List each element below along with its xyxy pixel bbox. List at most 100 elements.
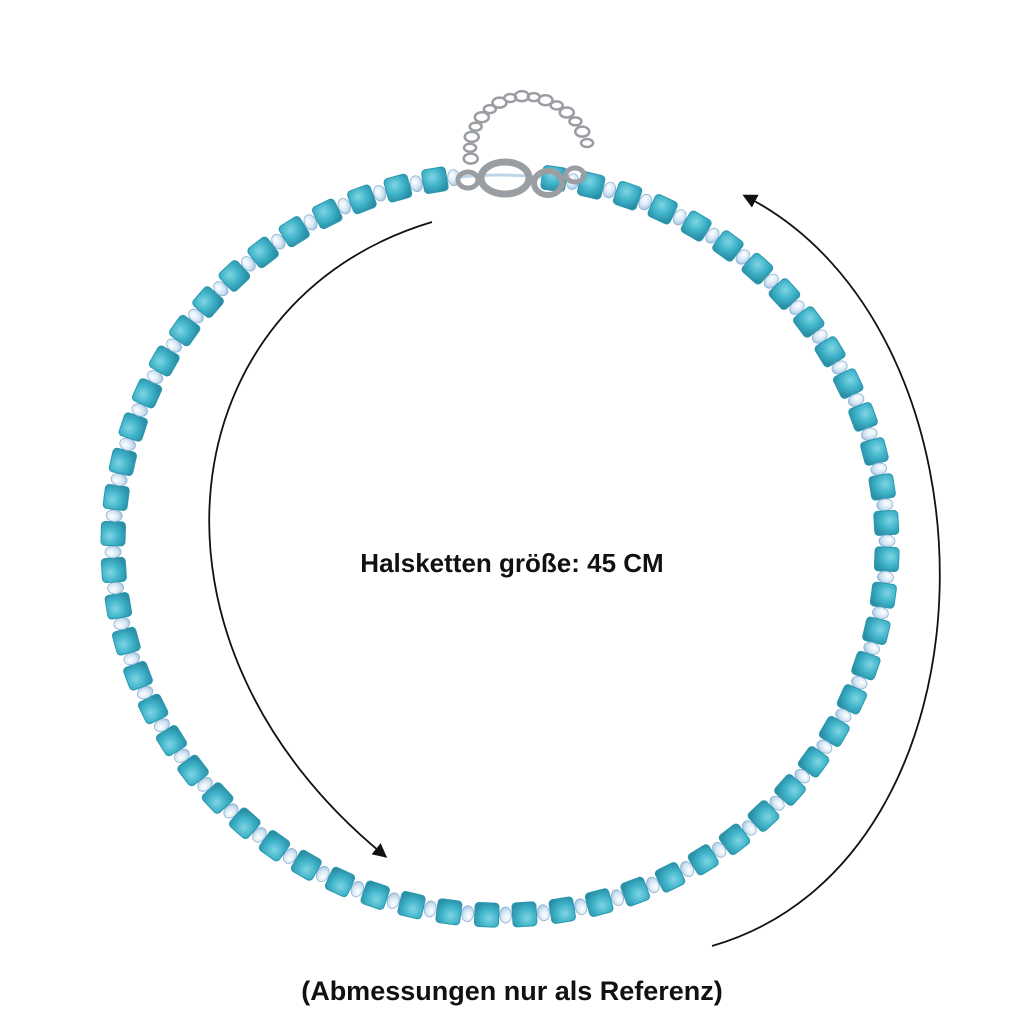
turquoise-bead	[687, 844, 719, 876]
chain-link	[468, 121, 483, 132]
seed-bead	[386, 892, 400, 910]
turquoise-bead	[108, 447, 137, 476]
turquoise-bead	[228, 807, 261, 840]
seed-bead	[423, 900, 437, 918]
seed-bead	[337, 198, 352, 215]
turquoise-bead	[712, 230, 744, 262]
turquoise-bead	[873, 509, 900, 536]
turquoise-bead	[397, 891, 426, 920]
turquoise-bead	[169, 314, 201, 347]
chain-link	[482, 103, 498, 115]
chain-link	[537, 93, 554, 107]
turquoise-bead	[104, 592, 133, 620]
chain-link	[568, 116, 583, 127]
seed-bead	[283, 848, 298, 864]
seed-bead	[878, 534, 896, 548]
turquoise-bead	[584, 888, 614, 917]
seed-bead	[315, 865, 330, 883]
turquoise-bead	[473, 902, 500, 928]
turquoise-bead	[654, 862, 686, 893]
turquoise-bead	[312, 198, 343, 230]
turquoise-bead	[548, 896, 576, 924]
chain-link	[579, 137, 595, 149]
turquoise-bead	[511, 901, 538, 928]
seed-bead	[602, 181, 617, 199]
seed-bead	[763, 273, 779, 289]
chain-link	[463, 130, 480, 144]
seed-bead	[876, 498, 894, 512]
seed-bead	[816, 739, 833, 754]
turquoise-bead	[177, 754, 209, 787]
extender-chain	[462, 89, 595, 165]
bead-strand	[100, 165, 900, 928]
chain-link	[549, 100, 564, 111]
turquoise-bead	[612, 180, 643, 211]
turquoise-bead	[347, 184, 377, 215]
turquoise-bead	[258, 830, 291, 862]
turquoise-bead	[118, 412, 148, 442]
turquoise-bead	[774, 774, 806, 806]
chain-link	[462, 152, 479, 165]
seed-bead	[741, 820, 757, 836]
turquoise-bead	[112, 626, 141, 656]
turquoise-bead	[201, 782, 234, 814]
turquoise-bead	[620, 876, 651, 907]
seed-bead	[680, 861, 694, 877]
chain-link	[558, 106, 576, 119]
turquoise-bead	[851, 650, 881, 681]
seed-bead	[499, 906, 512, 924]
seed-bead	[461, 905, 475, 923]
turquoise-bead	[862, 616, 891, 645]
seed-bead	[646, 876, 660, 894]
seed-bead	[536, 904, 550, 922]
turquoise-bead	[747, 800, 780, 832]
seed-bead	[735, 249, 751, 265]
reference-note: (Abmessungen nur als Referenz)	[301, 976, 723, 1006]
lobster-clasp	[455, 158, 587, 198]
necklace-size-label: Halsketten größe: 45 CM	[360, 548, 664, 578]
seed-bead	[705, 227, 720, 244]
seed-bead	[241, 256, 256, 272]
curved-arrow-up-icon	[711, 194, 941, 947]
seed-bead	[610, 889, 624, 906]
seed-bead	[223, 803, 239, 819]
seed-bead	[638, 193, 653, 211]
seed-bead	[271, 233, 286, 250]
turquoise-bead	[100, 520, 126, 547]
turquoise-bead	[247, 236, 279, 269]
turquoise-bead	[741, 252, 774, 285]
turquoise-bead	[868, 473, 896, 501]
seed-bead	[105, 509, 123, 522]
turquoise-bead	[102, 484, 130, 511]
seed-bead	[303, 214, 318, 231]
turquoise-bead	[435, 898, 463, 926]
turquoise-bead	[360, 880, 390, 910]
seed-bead	[409, 175, 423, 193]
turquoise-bead	[577, 171, 606, 200]
turquoise-bead	[869, 581, 897, 609]
turquoise-bead	[383, 173, 413, 203]
seed-bead	[252, 827, 267, 843]
turquoise-bead	[290, 849, 322, 881]
seed-bead	[350, 880, 365, 898]
turquoise-bead	[718, 823, 751, 856]
turquoise-bead	[647, 194, 678, 225]
turquoise-bead	[680, 210, 712, 242]
chain-link	[462, 142, 478, 153]
curved-arrow-down-icon	[208, 221, 433, 858]
turquoise-bead	[278, 216, 310, 248]
chain-link	[473, 110, 491, 124]
chain-link	[491, 96, 508, 109]
turquoise-bead	[421, 166, 449, 194]
turquoise-bead	[192, 286, 224, 318]
turquoise-bead	[860, 437, 889, 466]
seed-bead	[574, 898, 588, 916]
turquoise-bead	[218, 260, 251, 292]
seed-bead	[213, 281, 229, 297]
chain-link	[574, 125, 591, 138]
turquoise-bead	[768, 278, 801, 310]
seed-bead	[769, 795, 785, 811]
seed-bead	[672, 209, 687, 226]
